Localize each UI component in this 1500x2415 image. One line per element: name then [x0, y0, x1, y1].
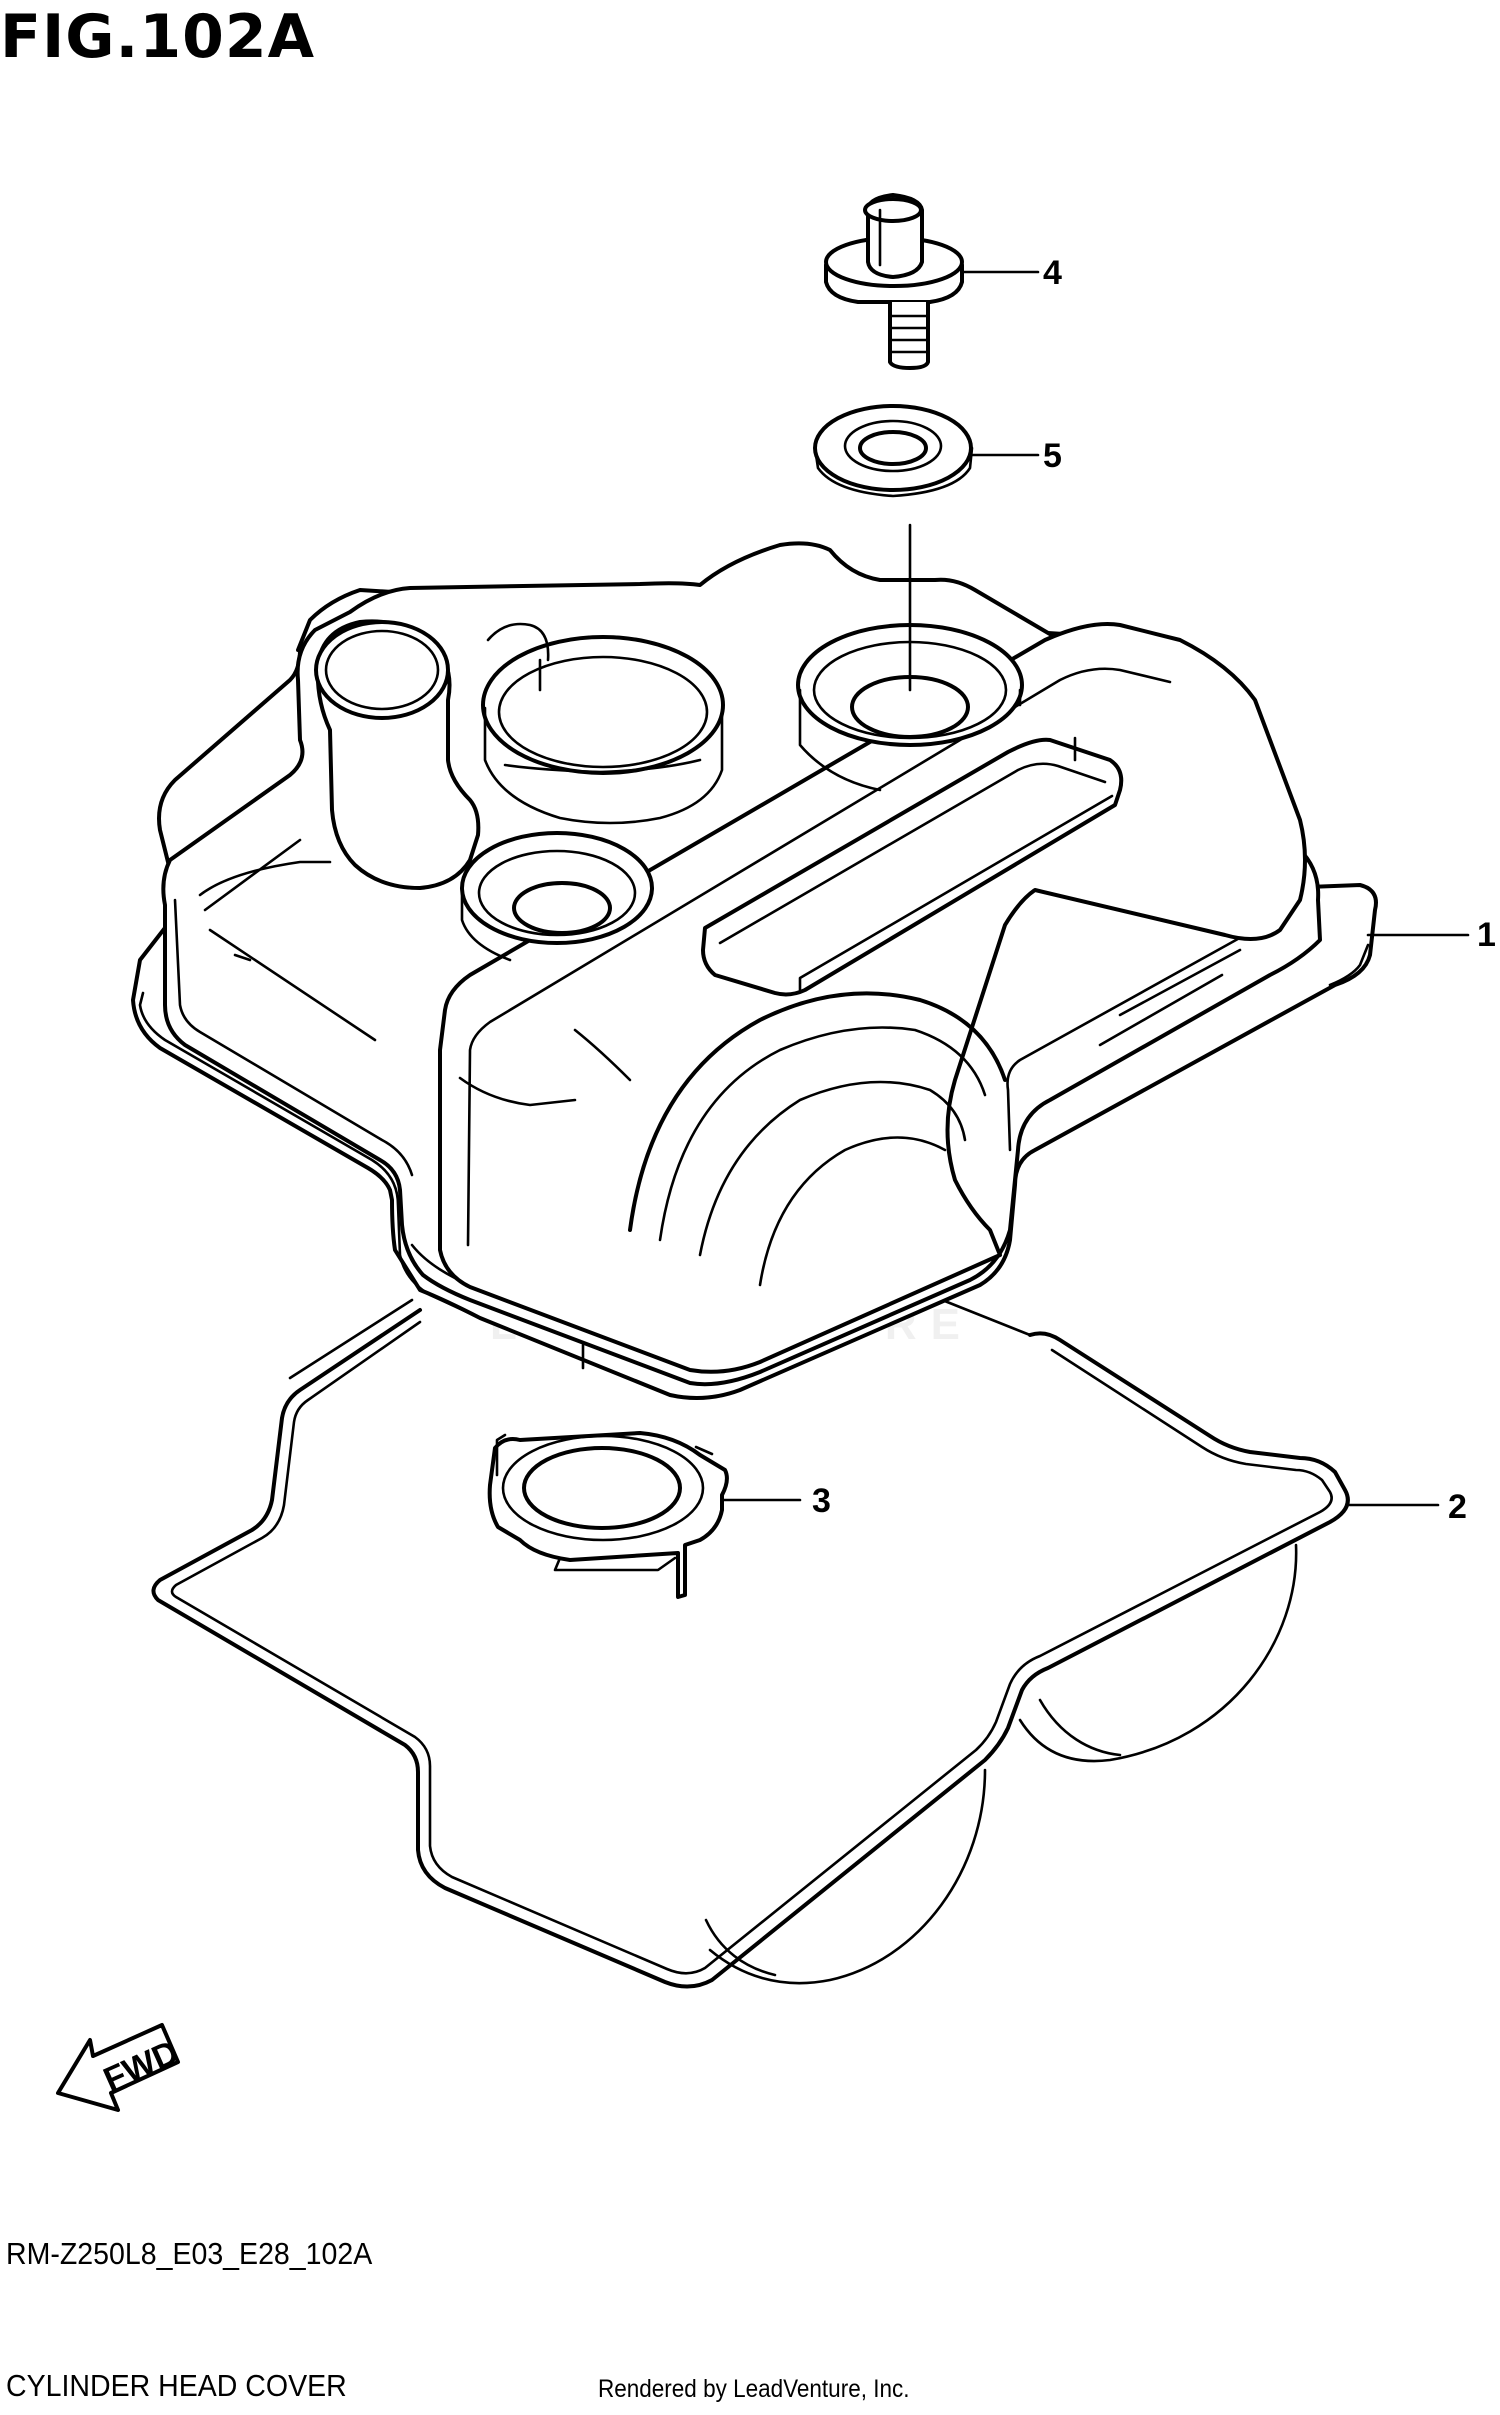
fwd-direction-arrow: FWD — [56, 2023, 184, 2112]
rendered-by-credit: Rendered by LeadVenture, Inc. — [598, 2375, 910, 2403]
figure-name: CYLINDER HEAD COVER — [6, 2368, 347, 2403]
callout-5: 5 — [1043, 437, 1062, 475]
figure-code: RM-Z250L8_E03_E28_102A — [6, 2236, 373, 2271]
callout-3: 3 — [812, 1482, 831, 1520]
part-4-flange-bolt[interactable] — [824, 193, 964, 370]
callout-4: 4 — [1043, 254, 1062, 292]
part-3-plug-seal[interactable] — [487, 1431, 729, 1599]
callout-leaders — [720, 270, 1470, 1507]
callout-1: 1 — [1477, 916, 1496, 954]
part-5-washer[interactable] — [813, 404, 974, 498]
figure-title: FIG.102A — [0, 2, 316, 72]
callout-2: 2 — [1448, 1488, 1467, 1526]
part-1-cylinder-head-cover[interactable] — [131, 541, 1378, 1400]
